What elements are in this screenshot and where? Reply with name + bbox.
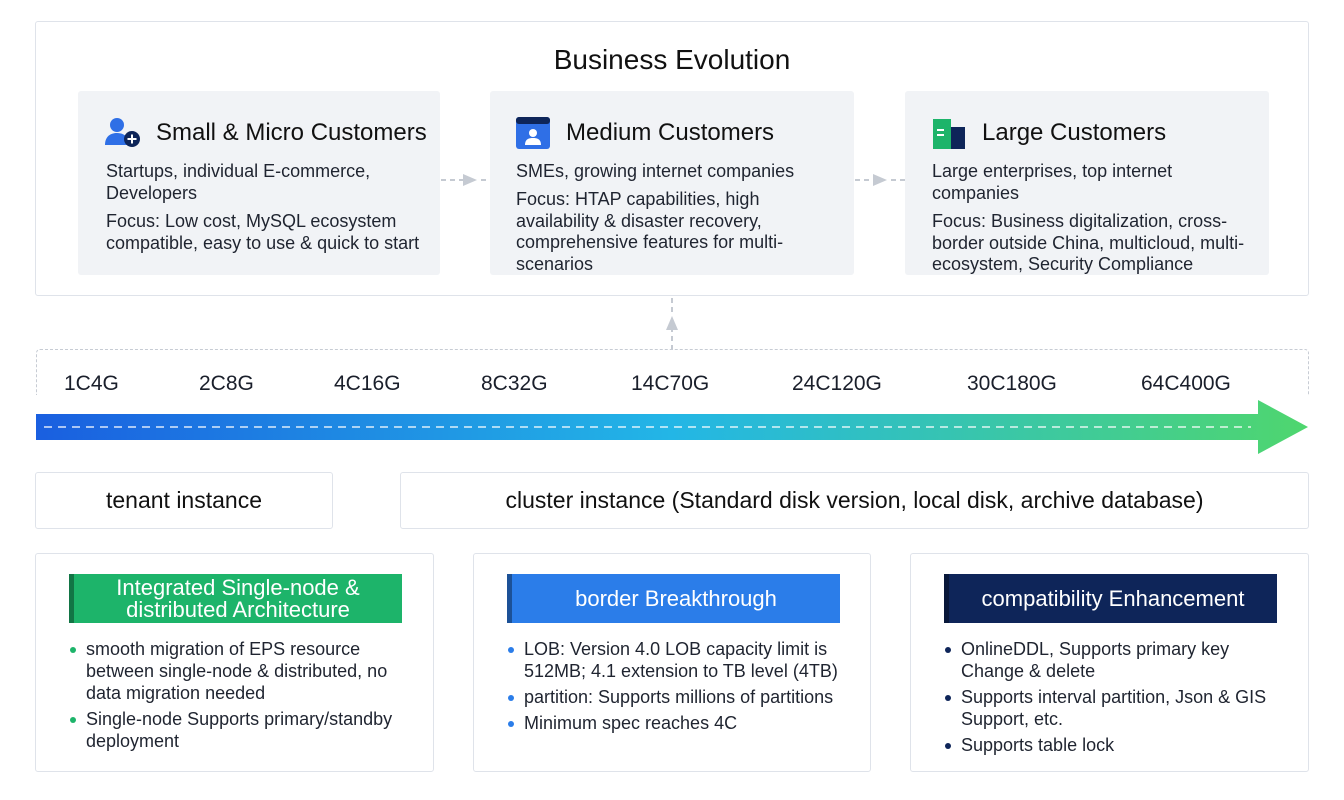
feature-list-item: LOB: Version 4.0 LOB capacity limit is 5…: [506, 638, 854, 682]
feature-banner: Integrated Single-node & distributed Arc…: [69, 574, 402, 623]
bullet-icon: [508, 695, 514, 701]
building-icon: [930, 114, 968, 152]
bullet-icon: [945, 647, 951, 653]
feature-list-item: Single-node Supports primary/standby dep…: [68, 708, 417, 752]
bullet-icon: [70, 717, 76, 723]
spec-label: 64C400G: [1141, 372, 1231, 395]
business-evolution-title: Business Evolution: [553, 44, 791, 75]
feature-banner: border Breakthrough: [507, 574, 840, 623]
feature-panel-compatibility: compatibility Enhancement OnlineDDL, Sup…: [910, 553, 1309, 772]
spec-label: 8C32G: [481, 372, 548, 395]
feature-list-item: partition: Supports millions of partitio…: [506, 686, 854, 708]
feature-list-item: Supports table lock: [943, 734, 1292, 756]
cluster-instance-box: cluster instance (Standard disk version,…: [400, 472, 1309, 529]
customer-focus: Focus: Business digitalization, cross-bo…: [932, 211, 1245, 274]
spec-label: 2C8G: [199, 372, 254, 395]
feature-panel-breakthrough: border Breakthrough LOB: Version 4.0 LOB…: [473, 553, 871, 772]
customer-title: Large Customers: [982, 119, 1167, 146]
bullet-icon: [70, 647, 76, 653]
bullet-icon: [945, 695, 951, 701]
feature-banner: compatibility Enhancement: [944, 574, 1277, 623]
large-customers-card: Large Customers Large enterprises, top i…: [905, 91, 1269, 275]
bullet-icon: [508, 721, 514, 727]
customer-title: Small & Micro Customers: [156, 119, 427, 146]
tenant-instance-box: tenant instance: [35, 472, 333, 529]
dashed-arrow-connector: [855, 174, 905, 186]
customer-description: SMEs, growing internet companies: [516, 161, 795, 181]
customer-description: Startups, individual E-commerce, Develop…: [106, 161, 371, 203]
medium-customers-card: Medium Customers SMEs, growing internet …: [490, 91, 854, 275]
spec-label: 1C4G: [64, 372, 119, 395]
spec-label: 14C70G: [631, 372, 710, 395]
feature-list: smooth migration of EPS resource between…: [68, 638, 417, 756]
spec-growth-arrow: [36, 400, 1308, 454]
vertical-dashed-connector: [666, 296, 678, 350]
customer-focus: Focus: Low cost, MySQL ecosystem compati…: [106, 211, 420, 253]
feature-list: LOB: Version 4.0 LOB capacity limit is 5…: [506, 638, 854, 738]
business-evolution-panel: Business Evolution Small & Micro Custome…: [35, 21, 1309, 296]
spec-label: 24C120G: [792, 372, 882, 395]
feature-list-item: smooth migration of EPS resource between…: [68, 638, 417, 704]
bullet-icon: [945, 743, 951, 749]
feature-list-item: OnlineDDL, Supports primary key Change &…: [943, 638, 1292, 682]
customer-title: Medium Customers: [566, 119, 775, 146]
feature-panel-architecture: Integrated Single-node & distributed Arc…: [35, 553, 434, 772]
small-micro-customers-card: Small & Micro Customers Startups, indivi…: [78, 91, 440, 275]
customer-focus: Focus: HTAP capabilities, high availabil…: [516, 189, 784, 274]
feature-list: OnlineDDL, Supports primary key Change &…: [943, 638, 1292, 760]
feature-list-item: Minimum spec reaches 4C: [506, 712, 854, 734]
spec-label: 30C180G: [967, 372, 1057, 395]
user-add-icon: [104, 114, 142, 152]
feature-list-item: Supports interval partition, Json & GIS …: [943, 686, 1292, 730]
spec-label: 4C16G: [334, 372, 401, 395]
bullet-icon: [508, 647, 514, 653]
browser-user-icon: [514, 114, 552, 152]
customer-description: Large enterprises, top internet companie…: [932, 161, 1173, 203]
spec-range-frame: [36, 349, 1309, 395]
